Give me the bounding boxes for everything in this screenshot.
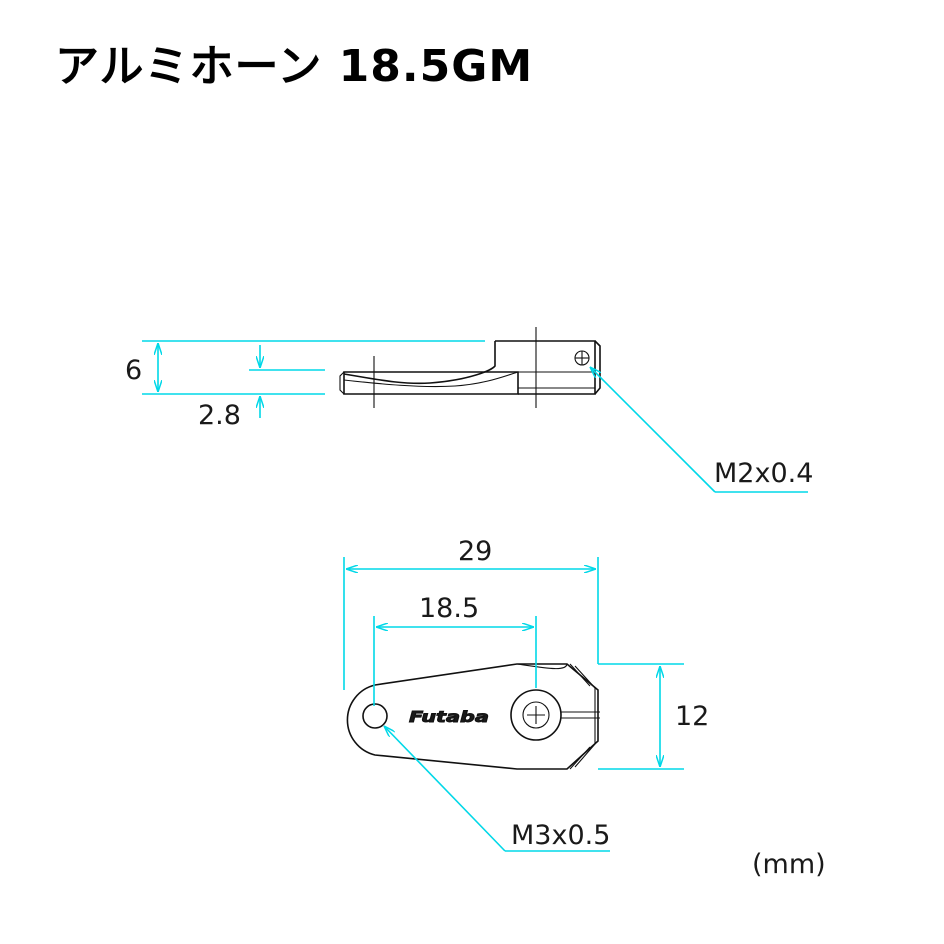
futaba-logo: Futaba [409,708,489,726]
total-length-label: 29 [458,536,492,567]
m2-leader-line [590,367,716,493]
thickness-label: 2.8 [198,400,241,431]
side-view-m2-hole [574,350,590,366]
m3-screw-label: M3x0.5 [511,820,610,851]
height-label: 6 [125,355,142,386]
top-view: Futaba 29 18.5 12 M3x0.5 [343,536,709,852]
m2-screw-label: M2x0.4 [714,458,813,489]
side-view: 6 2.8 M2x0.4 [125,327,813,493]
side-view-horn-outline [339,327,601,408]
page-title: アルミホーン 18.5GM [55,41,534,92]
top-view-m3-hole [362,703,388,729]
m3-leader-line [384,726,506,852]
top-view-horn-outline: Futaba [346,663,600,770]
hole-spacing-label: 18.5 [419,593,479,624]
top-view-spline-hub [510,689,600,741]
unit-label: (mm) [752,849,826,880]
width-label: 12 [675,701,709,732]
